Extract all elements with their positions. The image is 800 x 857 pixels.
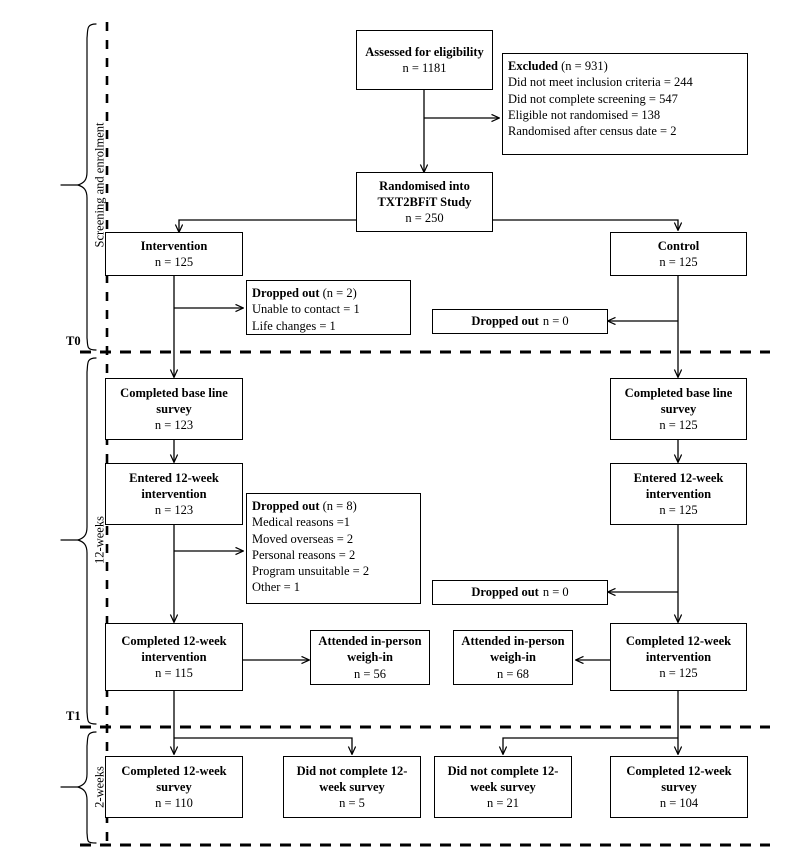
node-excluded-reason: Did not meet inclusion criteria = 244 [508, 75, 693, 90]
timepoint-marker-t0: T0 [66, 334, 81, 349]
node-survey-miss-ctl-n: n = 21 [486, 796, 520, 811]
node-dropped-t1-int-heading-bold: Dropped out [252, 499, 320, 513]
node-survey-done-int-title: Completed 12-week survey [121, 763, 227, 794]
node-control: Control n = 125 [610, 232, 747, 276]
node-randomised-n: n = 250 [405, 211, 444, 226]
node-dropped-t0-ctl-heading-count: n = 0 [542, 314, 569, 329]
node-completed-control: Completed 12-week intervention n = 125 [610, 623, 747, 691]
node-excluded-reason: Eligible not randomised = 138 [508, 107, 661, 122]
node-dropped-t1-int-reason: Moved overseas = 2 [252, 531, 354, 546]
stage-label-screening: Screening and enrolment [93, 123, 108, 248]
node-survey-miss-int-title: Did not complete 12-week survey [296, 763, 408, 794]
node-survey-missed-intervention: Did not complete 12-week survey n = 5 [283, 756, 421, 818]
node-excluded-heading: Excluded (n = 931) [508, 58, 608, 74]
node-baseline-ctl-n: n = 125 [659, 418, 698, 433]
node-dropped-t0-int-reason: Unable to contact = 1 [252, 302, 360, 317]
node-randomised: Randomised into TXT2BFiT Study n = 250 [356, 172, 493, 232]
timepoint-t0-label: T0 [66, 334, 81, 348]
node-dropped-t1-ctl-heading-bold: Dropped out [471, 585, 539, 600]
node-dropped-t1-int-reason: Personal reasons = 2 [252, 547, 356, 562]
node-excluded-reason: Randomised after census date = 2 [508, 124, 677, 138]
node-excluded-reason: Did not complete screening = 547 [508, 91, 678, 106]
node-completed-ctl-n: n = 125 [659, 666, 698, 681]
node-intervention-title: Intervention [140, 238, 208, 253]
node-dropped-t0-int-heading: Dropped out (n = 2) [252, 285, 357, 301]
node-entered-intervention: Entered 12-week intervention n = 123 [105, 463, 243, 525]
node-intervention: Intervention n = 125 [105, 232, 243, 276]
node-assessed-for-eligibility: Assessed for eligibility n = 1181 [356, 30, 493, 90]
node-dropped-t0-int-heading-bold: Dropped out [252, 286, 320, 300]
node-completed-int-n: n = 115 [155, 666, 193, 681]
node-survey-done-int-n: n = 110 [155, 796, 193, 811]
node-completed-ctl-title: Completed 12-week intervention [625, 633, 732, 664]
stage-label-screening-text: Screening and enrolment [92, 122, 107, 248]
node-weighin-int-title: Attended in-person weigh-in [318, 634, 422, 665]
node-dropped-t1-int-reason: Other = 1 [252, 580, 301, 595]
node-survey-completed-control: Completed 12-week survey n = 104 [610, 756, 748, 818]
node-dropped-t0-ctl-heading-bold: Dropped out [471, 314, 539, 329]
node-entered-int-n: n = 123 [154, 503, 194, 518]
timepoint-marker-t1: T1 [66, 709, 81, 724]
node-randomised-title: Randomised into TXT2BFiT Study [377, 178, 472, 209]
node-entered-int-title: Entered 12-week intervention [129, 470, 219, 501]
node-weighin-intervention: Attended in-person weigh-in n = 56 [310, 630, 430, 685]
node-baseline-survey-intervention: Completed base line survey n = 123 [105, 378, 243, 440]
node-assessed-n: n = 1181 [402, 61, 447, 75]
node-entered-ctl-title: Entered 12-week intervention [633, 470, 724, 501]
node-assessed-title: Assessed for eligibility [365, 44, 484, 59]
node-excluded: Excluded (n = 931) Did not meet inclusio… [502, 53, 748, 155]
node-intervention-n: n = 125 [154, 255, 194, 269]
node-weighin-int-n: n = 56 [353, 666, 387, 681]
node-baseline-int-n: n = 123 [154, 418, 194, 433]
node-entered-control: Entered 12-week intervention n = 125 [610, 463, 747, 525]
node-survey-done-ctl-title: Completed 12-week survey [626, 763, 732, 794]
node-control-title: Control [657, 238, 700, 253]
node-survey-miss-int-n: n = 5 [339, 796, 365, 811]
node-dropped-t0-int-heading-count: (n = 2) [322, 286, 357, 300]
node-completed-intervention: Completed 12-week intervention n = 115 [105, 623, 243, 691]
node-completed-int-title: Completed 12-week intervention [121, 633, 227, 664]
timepoint-t1-label: T1 [66, 709, 81, 723]
node-entered-ctl-n: n = 125 [659, 503, 698, 518]
node-excluded-heading-bold: Excluded [508, 59, 559, 73]
node-dropped-t1-int-heading: Dropped out (n = 8) [252, 498, 357, 514]
node-dropped-t1-int-heading-count: (n = 8) [322, 499, 357, 513]
node-weighin-ctl-title: Attended in-person weigh-in [461, 634, 565, 665]
node-baseline-int-title: Completed base line survey [120, 385, 228, 416]
node-baseline-ctl-title: Completed base line survey [624, 385, 733, 416]
node-dropped-t0-int-reason: Life changes = 1 [252, 318, 336, 333]
node-weighin-control: Attended in-person weigh-in n = 68 [453, 630, 573, 685]
node-baseline-survey-control: Completed base line survey n = 125 [610, 378, 747, 440]
node-survey-completed-intervention: Completed 12-week survey n = 110 [105, 756, 243, 818]
node-control-n: n = 125 [659, 255, 698, 269]
node-dropped-t1-int-reason: Medical reasons =1 [252, 515, 350, 530]
node-dropped-out-t1-intervention: Dropped out (n = 8) Medical reasons =1 M… [246, 493, 421, 604]
node-survey-done-ctl-n: n = 104 [659, 796, 699, 811]
node-dropped-out-t0-control: Dropped out n = 0 [432, 309, 608, 334]
node-survey-missed-control: Did not complete 12-week survey n = 21 [434, 756, 572, 818]
node-dropped-t1-int-reason: Program unsuitable = 2 [252, 564, 370, 578]
node-dropped-out-t1-control: Dropped out n = 0 [432, 580, 608, 605]
node-dropped-t1-ctl-heading-count: n = 0 [542, 585, 569, 600]
node-weighin-ctl-n: n = 68 [496, 666, 530, 681]
node-dropped-out-t0-intervention: Dropped out (n = 2) Unable to contact = … [246, 280, 411, 335]
node-survey-miss-ctl-title: Did not complete 12-week survey [447, 763, 559, 794]
node-excluded-heading-count: (n = 931) [561, 59, 608, 73]
